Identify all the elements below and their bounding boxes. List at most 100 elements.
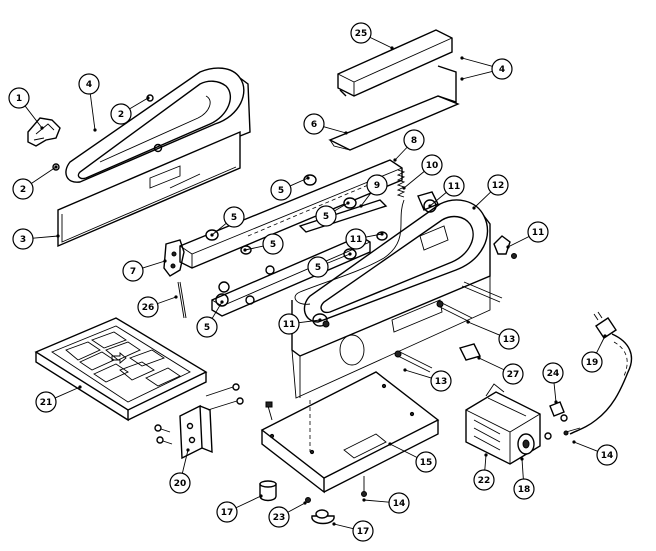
callout-leader-c9-0 (360, 192, 372, 207)
callout-leader-tip-c10-0 (402, 186, 406, 190)
callout-bubble-c5a (270, 179, 292, 201)
callout-leader-c12-0 (473, 191, 492, 209)
callout-leader-tip-c11b-0 (380, 232, 384, 236)
callout-label-c5f: 5 (204, 323, 210, 333)
callout-bubble-c11c (527, 221, 549, 243)
callout-leader-c14b-0 (363, 499, 390, 503)
callout-label-c27: 27 (507, 370, 520, 380)
callout-bubble-c13a (498, 328, 520, 350)
callout-label-c4a: 4 (86, 80, 92, 90)
callout-leader-c11b-0 (365, 233, 383, 238)
part-bolts-13 (394, 281, 503, 373)
callout-leader-c5b-0 (211, 222, 227, 236)
callout-bubble-c24 (542, 362, 564, 384)
callout-leader-tip-c5d-0 (243, 248, 247, 252)
callout-label-c11d: 11 (283, 320, 296, 330)
callout-label-c3: 3 (20, 235, 26, 245)
callout-label-c9: 9 (374, 181, 380, 191)
callout-leader-c13a-0 (467, 321, 500, 336)
callout-bubble-c12 (487, 174, 509, 196)
callout-leader-c18-0 (521, 458, 524, 480)
callout-leader-tip-c27-0 (477, 356, 481, 360)
callout-leader-tip-c4b-0 (460, 56, 464, 60)
callout-bubble-c23 (268, 506, 290, 528)
callout-bubble-c6 (303, 113, 325, 135)
callout-leader-tip-c15-0 (388, 442, 392, 446)
callout-label-c17b: 17 (357, 527, 370, 537)
callout-leader-c23-0 (287, 502, 306, 513)
callout-bubble-c26 (137, 296, 159, 318)
callout-leader-c2b-0 (129, 97, 149, 110)
callout-leader-c5c-0 (334, 202, 349, 212)
callout-leader-tip-c24-0 (554, 400, 558, 404)
callout-bubble-c2a (12, 178, 34, 200)
part-blade (177, 281, 187, 319)
callout-label-c6: 6 (311, 120, 317, 130)
callout-leader-tip-c20-0 (186, 448, 190, 452)
callout-leader-c11d-0 (298, 319, 321, 324)
callout-label-c25: 25 (355, 29, 368, 39)
callout-leader-c5e-0 (327, 253, 351, 264)
part-left-frame (57, 67, 251, 248)
callout-label-c24: 24 (547, 369, 560, 379)
callout-label-c20: 20 (174, 479, 187, 489)
callout-bubble-c5e (307, 256, 329, 278)
callout-bubble-c4b (491, 58, 513, 80)
callout-label-c23: 23 (273, 513, 286, 523)
callout-leader-tip-c14a-0 (572, 440, 576, 444)
callout-leader-c14a-0 (573, 441, 598, 452)
callout-leader-tip-c5c-0 (346, 201, 350, 205)
callout-label-c15: 15 (420, 458, 433, 468)
callout-leader-tip-c25-0 (390, 46, 394, 50)
callout-label-c22: 22 (478, 476, 491, 486)
part-motor (465, 383, 541, 465)
callout-label-c11b: 11 (350, 235, 363, 245)
callout-label-c2b: 2 (118, 110, 124, 120)
part-table (34, 317, 208, 422)
callout-label-c5b: 5 (231, 213, 237, 223)
callout-label-c14b: 14 (393, 499, 406, 509)
callout-leader-tip-c17a-0 (259, 494, 263, 498)
part-clip (27, 117, 61, 147)
callout-label-c1: 1 (16, 94, 22, 104)
callout-bubble-c1 (8, 87, 30, 109)
callout-leader-tip-c5f-0 (220, 300, 224, 304)
callout-leader-tip-c12-0 (472, 206, 476, 210)
part-upper-rail (337, 29, 453, 97)
callout-leader-c5f-0 (211, 301, 223, 319)
part-spring (396, 169, 406, 198)
callout-label-c18: 18 (518, 485, 531, 495)
callout-leader-c4b-1 (461, 70, 493, 80)
callout-bubble-c2b (110, 103, 132, 125)
callout-label-c2a: 2 (20, 185, 26, 195)
callout-label-c13b: 13 (435, 377, 448, 387)
callout-leader-tip-c13a-0 (466, 320, 470, 324)
callout-label-c21: 21 (40, 398, 53, 408)
callout-bubble-c11b (345, 228, 367, 250)
callout-leader-c27-0 (478, 357, 505, 371)
callout-leader-tip-c23-0 (303, 501, 307, 505)
part-lower-rail (328, 65, 460, 151)
callout-label-c19: 19 (586, 358, 599, 368)
callout-leader-tip-c17b-0 (332, 522, 336, 526)
callout-label-c8: 8 (411, 136, 417, 146)
callout-bubble-c17b (352, 520, 374, 542)
callout-leader-tip-c11a-0 (428, 204, 432, 208)
callout-leader-c22-0 (484, 454, 487, 471)
callout-bubble-c13b (430, 370, 452, 392)
part-switch-24 (544, 401, 581, 440)
callout-leader-c4b-0 (461, 57, 493, 67)
callout-leader-c5a-0 (289, 177, 309, 187)
callout-leader-tip-c18-0 (520, 457, 524, 461)
callout-leader-tip-c14b-0 (362, 498, 366, 502)
callout-bubble-c21 (35, 391, 57, 413)
callout-leader-c3-0 (32, 235, 59, 239)
callout-bubble-c9 (366, 174, 388, 196)
callout-label-c13a: 13 (503, 335, 516, 345)
callout-label-c26: 26 (142, 303, 155, 313)
callout-leader-c20-0 (181, 449, 189, 474)
callout-leader-tip-c4a-0 (93, 128, 97, 132)
callout-leader-tip-c26-0 (174, 295, 178, 299)
callout-leader-tip-c5e-0 (348, 252, 352, 256)
